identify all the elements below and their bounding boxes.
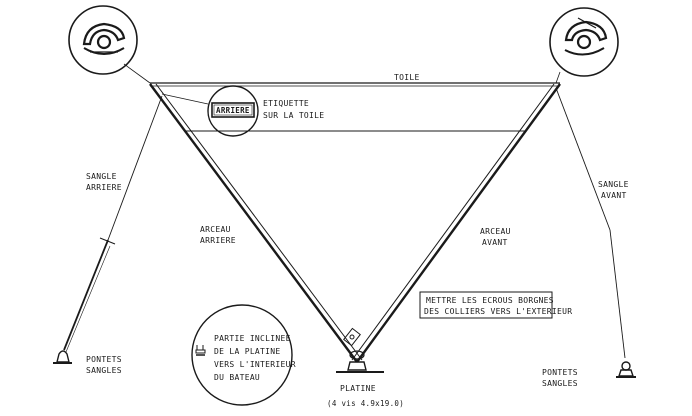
front-bow-label-line2: AVANT	[482, 238, 508, 247]
rear-bow-label-line2: ARRIERE	[200, 236, 236, 245]
rear-strap	[63, 95, 163, 353]
inclined-plate-text-line4: DU BATEAU	[214, 373, 260, 382]
pivot-fitting	[347, 350, 367, 371]
rear-strap-eye	[53, 350, 72, 364]
front-strap-label-line2: AVANT	[601, 191, 627, 200]
bow-clamp	[343, 327, 361, 347]
canvas-top-edge	[150, 82, 560, 87]
pontets-right-line2: SANGLES	[542, 379, 578, 388]
front-track-profile-detail	[549, 7, 619, 77]
etiquette-label-line1: ETIQUETTE	[263, 99, 309, 108]
rear-track-profile-detail	[68, 5, 138, 75]
base-plate-label: PLATINE	[340, 384, 376, 393]
label-tag-text: ARRIERE	[216, 106, 250, 115]
note-text-line1: METTRE LES ECROUS BORGNES	[426, 296, 554, 305]
inclined-plate-detail	[191, 304, 293, 406]
rear-strap-label-line1: SANGLE	[86, 172, 117, 181]
front-bow-tube	[351, 83, 561, 363]
note-box	[419, 291, 553, 319]
rear-bow-tube	[149, 83, 363, 363]
label-detail-leader	[161, 93, 209, 105]
note-text-line2: DES COLLIERS VERS L'EXTERIEUR	[424, 307, 572, 316]
inclined-plate-text-line1: PARTIE INCLINEE	[214, 334, 291, 343]
pontets-left-line1: PONTETS	[86, 355, 122, 364]
etiquette-label-line2: SUR LA TOILE	[263, 111, 324, 120]
front-bow-label-line1: ARCEAU	[480, 227, 511, 236]
rear-detail-leader	[123, 63, 151, 84]
pontets-left-line2: SANGLES	[86, 366, 122, 375]
front-strap-eye	[616, 361, 636, 378]
inclined-plate-text-line3: VERS L'INTERIEUR	[214, 360, 296, 369]
front-strap	[555, 87, 626, 359]
rear-strap-label-line2: ARRIERE	[86, 183, 122, 192]
front-strap-label-line1: SANGLE	[598, 180, 629, 189]
pontets-right-line1: PONTETS	[542, 368, 578, 377]
canvas-label: TOILE	[394, 73, 420, 82]
label-detail-circle	[207, 85, 259, 137]
inclined-plate-text-line2: DE LA PLATINE	[214, 347, 281, 356]
front-detail-leader	[555, 71, 561, 84]
base-plate-screws: (4 vis 4.9x19.0)	[327, 399, 404, 408]
rear-bow-label-line1: ARCEAU	[200, 225, 231, 234]
